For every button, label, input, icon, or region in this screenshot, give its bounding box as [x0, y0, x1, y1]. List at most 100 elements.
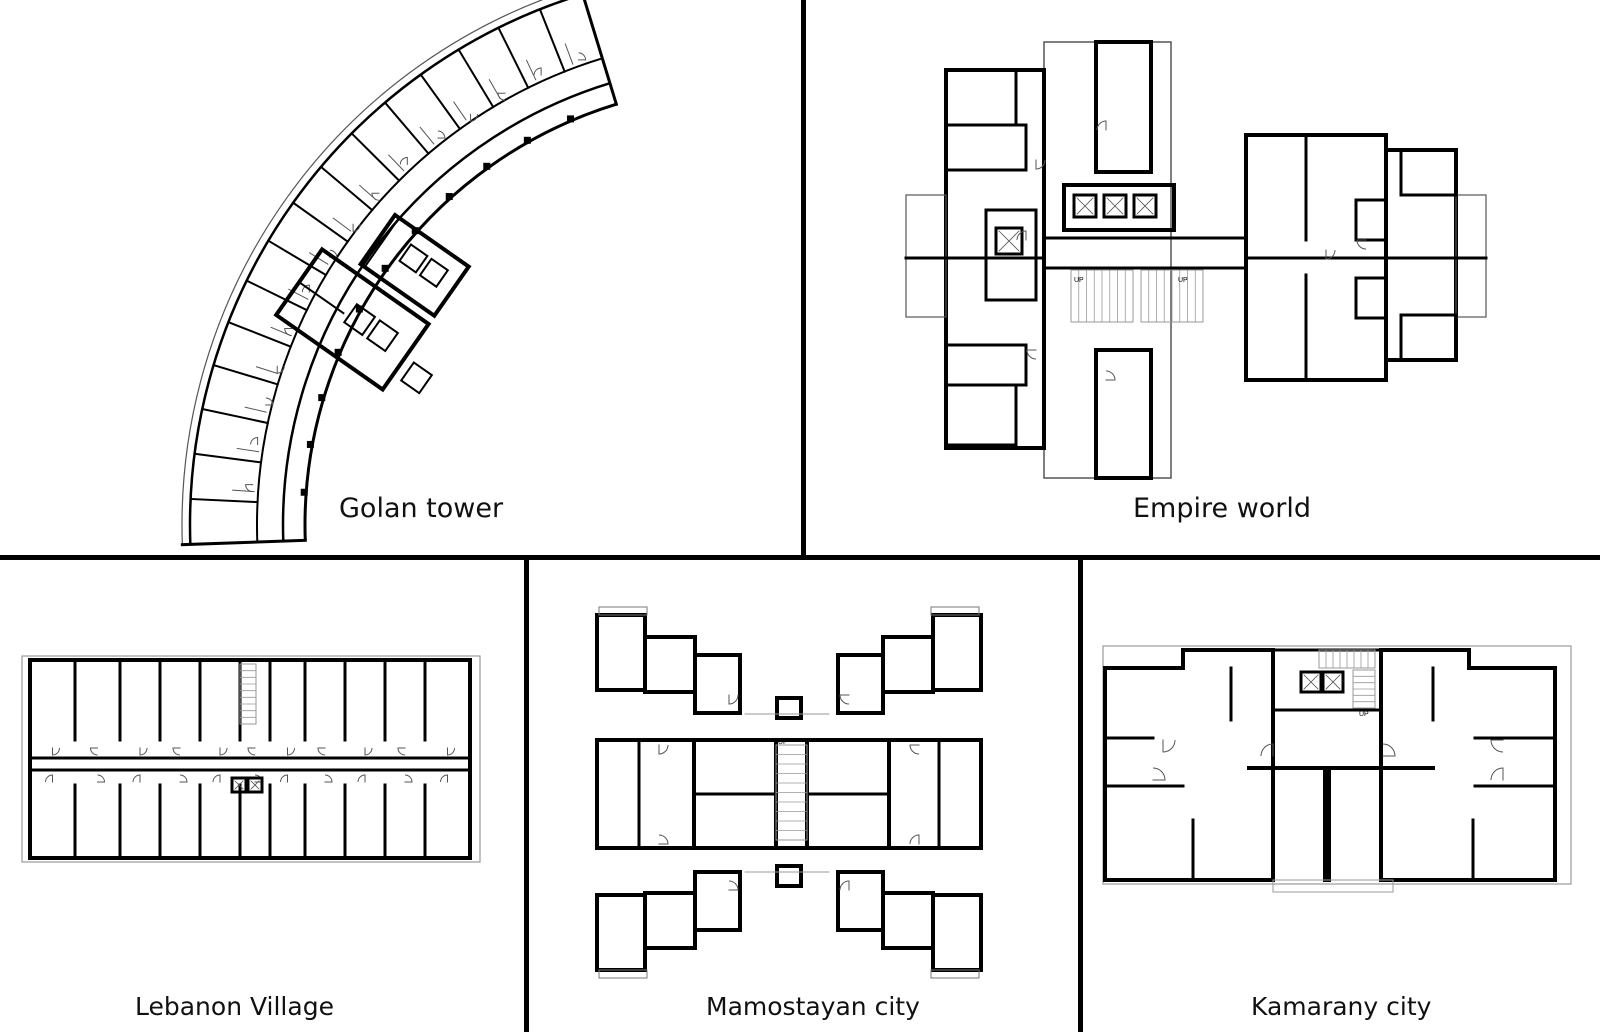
golan-unit-partition	[245, 279, 309, 312]
lebanon-door-top	[364, 747, 373, 756]
kamarany-door	[1490, 739, 1504, 753]
empire-elevator-cross-b	[998, 230, 1020, 252]
golan-column	[306, 440, 314, 448]
golan-end-wall-north	[582, 0, 619, 107]
stair-up-label: UP	[1074, 277, 1084, 284]
empire-elevator	[1072, 193, 1098, 219]
mamostayan-unit-nw-balcony	[598, 606, 648, 616]
golan-unit-partition	[291, 201, 350, 244]
golan-elevator	[398, 243, 429, 274]
empire-elevator	[1102, 193, 1128, 219]
empire-right-end	[1384, 148, 1458, 362]
lebanon-door-top	[52, 747, 60, 756]
golan-room-partition	[332, 217, 352, 232]
empire-door	[1035, 159, 1046, 170]
lebanon-door-bottom	[212, 774, 221, 783]
golan-room-partition	[255, 366, 278, 375]
kamarany-left-block	[1103, 648, 1275, 882]
mamostayan-unit-nw-room	[693, 653, 742, 715]
golan-column	[300, 488, 308, 496]
mamostayan-unit-nw-room	[643, 635, 697, 694]
golan-room-partition	[244, 406, 267, 413]
golan-unit-door	[533, 67, 542, 76]
mamostayan-unit-se-room	[931, 893, 983, 972]
golan-unit-partition	[212, 363, 279, 386]
golan-core	[273, 212, 472, 395]
empire-door	[1026, 349, 1037, 360]
empire-elevator-cross-b	[1106, 197, 1124, 215]
lebanon-door-bottom	[97, 774, 105, 783]
kamarany-core	[1271, 648, 1383, 712]
golan-unit-door	[284, 328, 292, 337]
empire-left-room	[944, 68, 1018, 127]
empire-core	[1062, 183, 1176, 232]
golan-unit-partition	[193, 452, 263, 464]
kamarany-outline	[1102, 645, 1572, 885]
mamostayan-unit-ne-room	[881, 635, 935, 694]
golan-column	[334, 348, 342, 356]
empire-right-room	[1354, 276, 1388, 320]
empire-right-room	[1354, 198, 1388, 242]
golan-core-partition	[363, 217, 400, 268]
panel-lebanon-village: Lebanon Village	[0, 560, 524, 1032]
mamostayan-door	[839, 880, 850, 891]
caption-lebanon-village: Lebanon Village	[135, 992, 334, 1021]
mamostayan-lightwell	[775, 696, 803, 720]
golan-end-wall-south	[180, 538, 307, 547]
empire-arm-unit	[1094, 348, 1153, 480]
lebanon-door-top	[287, 747, 295, 756]
lebanon-door-top	[90, 747, 98, 756]
empire-right-room	[1399, 148, 1458, 197]
panel-golan-tower: Golan tower	[0, 0, 800, 555]
golan-core-upper	[357, 212, 472, 319]
mamostayan-unit-se-balcony	[930, 969, 980, 979]
lebanon-elevator-cross-b	[250, 780, 260, 790]
lebanon-door-bottom	[132, 774, 141, 783]
empire-door	[1356, 239, 1367, 250]
golan-unit-partition	[266, 239, 328, 277]
golan-core-partition	[298, 281, 345, 315]
mamostayan-unit-sw-room	[643, 891, 697, 950]
golan-unit-partition	[419, 73, 462, 131]
empire-left-room	[944, 123, 1028, 172]
lebanon-door-top	[447, 747, 455, 756]
golan-elevator	[342, 302, 377, 337]
kamarany-door	[1382, 743, 1396, 757]
empire-door	[1016, 230, 1027, 241]
kamarany-elevator	[1321, 670, 1345, 694]
stair-up-label: UP	[778, 739, 788, 746]
golan-unit-partition	[383, 101, 430, 155]
golan-inner-facade	[303, 102, 617, 541]
panel-kamarany-city: UP Kamarany city	[1083, 560, 1600, 1032]
kamarany-city-plan: UP	[1102, 645, 1572, 893]
golan-unit-partition	[227, 320, 293, 348]
golan-room-partition	[525, 59, 537, 81]
mamostayan-unit-sw-balcony	[598, 969, 648, 979]
divider-vertical-bottom-left	[524, 558, 529, 1032]
mamostayan-door	[839, 694, 850, 705]
divider-vertical-bottom-right	[1078, 558, 1083, 1032]
kamarany-door	[1162, 739, 1176, 753]
lebanon-door-top	[139, 747, 148, 756]
lebanon-door-top	[317, 747, 326, 756]
mamostayan-unit-nw-room	[595, 613, 647, 692]
golan-unit-partition	[319, 165, 374, 212]
golan-unit-door	[578, 52, 587, 60]
lebanon-door-bottom	[324, 774, 333, 783]
kamarany-right-block	[1379, 648, 1557, 882]
golan-unit-door	[245, 484, 253, 493]
mamostayan-door	[728, 694, 739, 705]
lebanon-balcony-edge	[21, 655, 481, 863]
empire-elevator	[994, 226, 1024, 256]
lebanon-stair	[239, 663, 257, 725]
golan-balcony-edge	[181, 0, 544, 545]
golan-column	[381, 264, 389, 272]
golan-column	[318, 394, 326, 402]
kamarany-door	[1152, 767, 1166, 781]
golan-corridor-wall-inner	[281, 81, 611, 542]
mamostayan-middle-band	[595, 738, 983, 850]
kamarany-elevator	[1299, 670, 1323, 694]
kamarany-door	[1490, 767, 1504, 781]
golan-unit-door	[250, 437, 258, 445]
